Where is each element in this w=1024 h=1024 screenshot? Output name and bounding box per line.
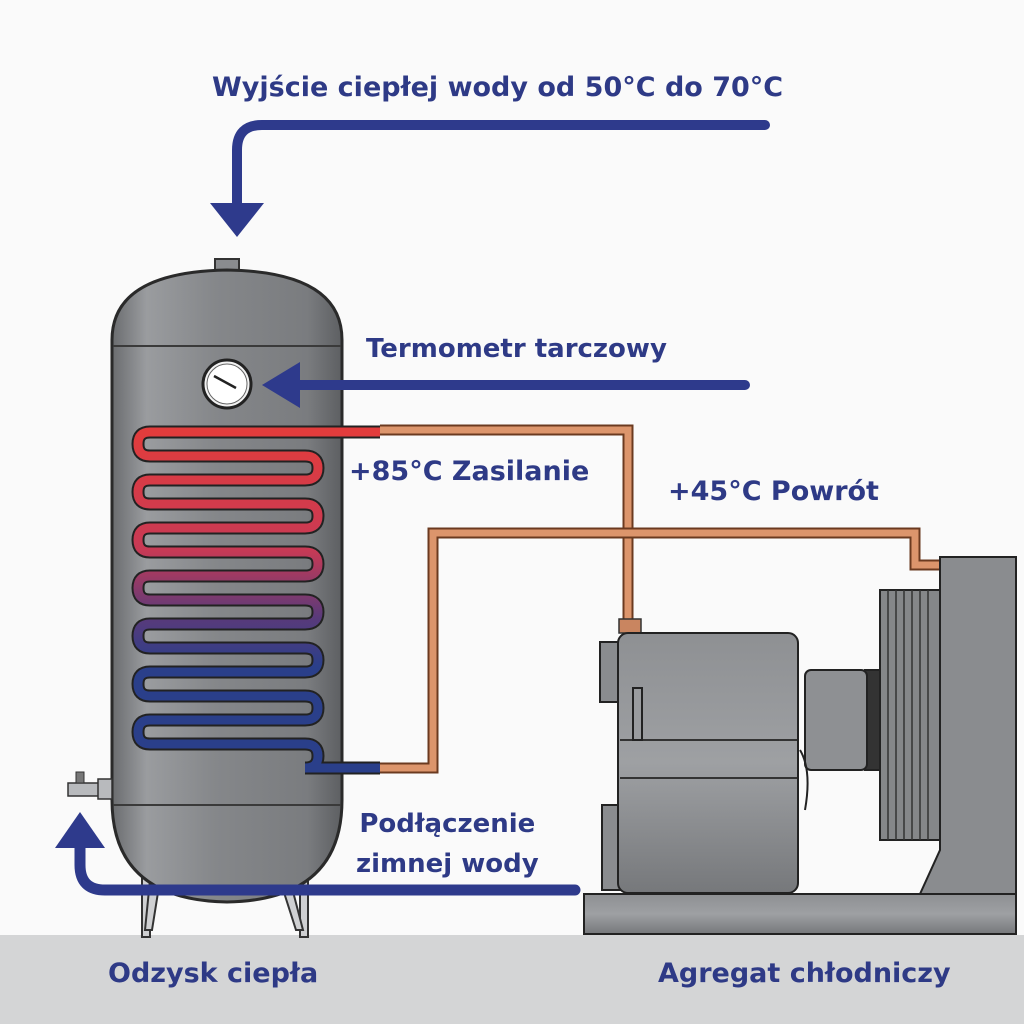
chiller-unit-label: Agregat chłodniczy	[658, 958, 951, 989]
dial-thermometer-icon	[201, 358, 253, 410]
cold-water-label-line1: Podłączenie	[359, 809, 536, 839]
cold-water-connection-label: Podłączenie zimnej wody	[356, 804, 539, 884]
return-temperature-label: +45°C Powrót	[668, 476, 879, 507]
heating-coil	[131, 425, 380, 775]
cold-water-inlet-arrow	[55, 812, 581, 896]
floor	[0, 935, 1024, 1024]
chiller-unit	[583, 556, 1017, 935]
dial-thermometer-label: Termometr tarczowy	[366, 334, 667, 364]
cold-water-valve-icon	[67, 771, 113, 800]
copper-pipes	[380, 424, 940, 774]
thermometer-pointer-arrow	[262, 362, 750, 408]
supply-temperature-label: +85°C Zasilanie	[349, 456, 590, 487]
cold-water-label-line2: zimnej wody	[356, 849, 539, 879]
hot-water-outlet-label: Wyjście ciepłej wody od 50°C do 70°C	[212, 72, 784, 103]
heat-recovery-label: Odzysk ciepła	[108, 958, 319, 989]
hot-water-outlet-arrow	[210, 120, 770, 237]
